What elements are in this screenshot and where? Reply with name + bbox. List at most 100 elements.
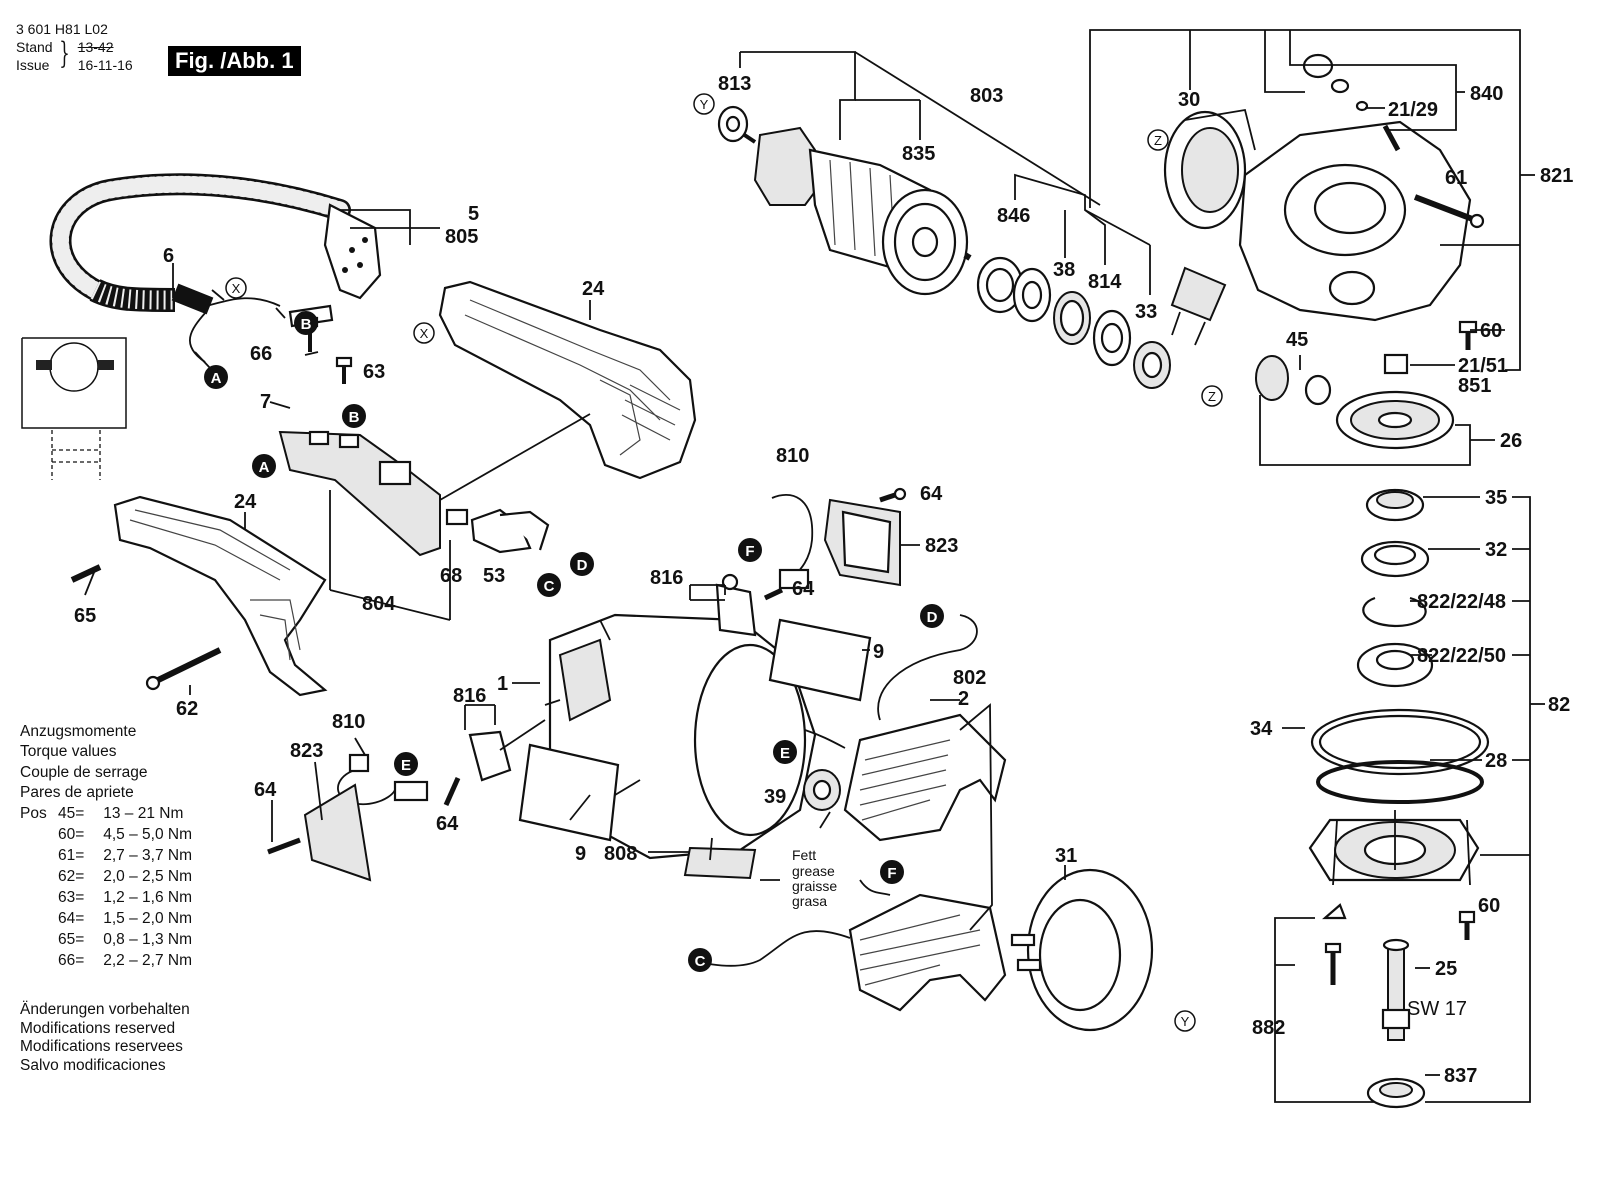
torque-row: 61= 2,7 – 3,7 Nm bbox=[20, 845, 192, 866]
label-53: 53 bbox=[483, 565, 505, 587]
svg-text:Z: Z bbox=[1208, 389, 1216, 404]
label-804: 804 bbox=[362, 593, 396, 615]
torque-eq: = bbox=[75, 910, 85, 928]
bushing-39 bbox=[803, 769, 841, 811]
retaining-ring-846 bbox=[976, 256, 1024, 314]
callout-c-switch: C bbox=[537, 573, 561, 597]
label-1: 1 bbox=[497, 673, 508, 695]
label-24-upper: 24 bbox=[582, 278, 605, 300]
screw-60-flange bbox=[1458, 910, 1476, 940]
callout-d-coil: D bbox=[920, 604, 944, 628]
air-guide-31 bbox=[1010, 868, 1154, 1032]
cover-823-left bbox=[303, 783, 372, 882]
label-7: 7 bbox=[260, 391, 271, 413]
torque-pos: 60 bbox=[58, 826, 76, 844]
torque-eq: = bbox=[75, 868, 85, 886]
callout-d-switch: D bbox=[570, 552, 594, 576]
svg-text:E: E bbox=[780, 745, 790, 762]
label-823-top: 823 bbox=[925, 535, 958, 557]
torque-row: Pos 45 = 13 – 21 Nm bbox=[20, 803, 192, 824]
screw-60-top bbox=[1458, 320, 1478, 350]
callout-e-coil: E bbox=[773, 740, 797, 764]
svg-text:F: F bbox=[887, 865, 896, 882]
ring-38 bbox=[1053, 291, 1091, 345]
label-32: 32 bbox=[1485, 539, 1507, 561]
circlip-822-22-48 bbox=[1362, 596, 1427, 628]
torque-table: Pos 45 = 13 – 21 Nm 60=4,5 – 5,0 Nm 61=2… bbox=[20, 803, 192, 971]
label-882: 882 bbox=[1252, 1017, 1285, 1039]
torque-row: 66=2,2 – 2,7 Nm bbox=[20, 950, 192, 971]
switch-assembly bbox=[278, 304, 550, 557]
label-822-22-48: 822/22/48 bbox=[1417, 591, 1506, 613]
svg-text:D: D bbox=[927, 609, 938, 626]
leader-lines bbox=[84, 29, 1545, 1103]
screw-64-a bbox=[879, 487, 907, 503]
oring-28 bbox=[1316, 760, 1484, 804]
stand-label: Stand bbox=[16, 39, 53, 55]
torque-value: 4,5 – 5,0 Nm bbox=[103, 826, 192, 844]
torque-pos: 61 bbox=[58, 847, 76, 865]
label-6: 6 bbox=[163, 245, 174, 267]
bevel-gear-30 bbox=[1163, 108, 1256, 230]
screw-64-b bbox=[763, 587, 784, 601]
torque-eq: = bbox=[75, 952, 85, 970]
issue-label: Issue bbox=[16, 57, 50, 73]
brush-holder-816-left bbox=[468, 730, 512, 782]
label-82: 82 bbox=[1548, 694, 1570, 716]
torque-title-en: Torque values bbox=[20, 743, 117, 761]
screw-882 bbox=[1322, 903, 1347, 985]
svg-text:Z: Z bbox=[1154, 133, 1162, 148]
torque-title-fr: Couple de serrage bbox=[20, 763, 148, 781]
spacer-32 bbox=[1360, 540, 1430, 578]
screw-64-c bbox=[443, 776, 461, 807]
torque-value: 0,8 – 1,3 Nm bbox=[103, 931, 192, 949]
bearing-flange bbox=[1308, 810, 1480, 886]
torque-eq: = bbox=[75, 847, 85, 865]
torque-pos: 64 bbox=[58, 910, 76, 928]
callout-b-switch: B bbox=[342, 404, 366, 428]
label-810-top: 810 bbox=[776, 445, 809, 467]
label-60-top: 60 bbox=[1480, 320, 1502, 342]
label-823-left: 823 bbox=[290, 740, 323, 762]
torque-title-de: Anzugsmomente bbox=[20, 723, 137, 740]
label-64-a: 64 bbox=[920, 483, 943, 505]
label-9-top: 9 bbox=[873, 641, 884, 663]
oring-34 bbox=[1310, 708, 1490, 776]
label-810-left: 810 bbox=[332, 711, 365, 733]
svg-text:A: A bbox=[259, 459, 270, 476]
torque-pos: 62 bbox=[58, 868, 76, 886]
nut-35 bbox=[1365, 488, 1425, 522]
screw-62 bbox=[145, 647, 222, 691]
label-60-flange: 60 bbox=[1478, 895, 1500, 917]
label-sw17: SW 17 bbox=[1407, 998, 1467, 1020]
part-labels: 5 805 6 24 66 63 7 24 65 62 68 53 804 81… bbox=[74, 73, 1573, 1087]
label-846: 846 bbox=[997, 205, 1030, 227]
modifications-en: Modifications reserved bbox=[20, 1019, 176, 1037]
label-851: 851 bbox=[1458, 375, 1491, 397]
modifications-notice: Änderungen vorbehalten Modifications res… bbox=[20, 1001, 190, 1076]
label-5: 5 bbox=[468, 203, 479, 225]
torque-value: 2,7 – 3,7 Nm bbox=[103, 847, 192, 865]
screw-63 bbox=[335, 356, 353, 384]
label-66: 66 bbox=[250, 343, 272, 365]
handle-housing-lower bbox=[113, 495, 328, 697]
label-63: 63 bbox=[363, 361, 385, 383]
torque-pos: 63 bbox=[58, 889, 76, 907]
brush-holder-816-top bbox=[715, 573, 757, 637]
spindle-25 bbox=[1381, 938, 1411, 1041]
torque-values-block: Anzugsmomente Torque values Couple de se… bbox=[20, 722, 192, 971]
grease-note-fr: graisse bbox=[792, 878, 837, 894]
label-28: 28 bbox=[1485, 750, 1507, 772]
label-808: 808 bbox=[604, 843, 637, 865]
brace-glyph: } bbox=[58, 36, 70, 71]
label-822-22-50: 822/22/50 bbox=[1417, 645, 1506, 667]
torque-row: 62=2,0 – 2,5 Nm bbox=[20, 866, 192, 887]
torque-eq: = bbox=[75, 805, 85, 823]
torque-eq: = bbox=[75, 931, 85, 949]
revision-block: Stand Issue } 13-42 16-11-16 bbox=[16, 38, 133, 74]
screw-64-d bbox=[267, 837, 301, 855]
label-68: 68 bbox=[440, 565, 462, 587]
label-816-left: 816 bbox=[453, 685, 486, 707]
grease-note-es: grasa bbox=[792, 893, 827, 909]
